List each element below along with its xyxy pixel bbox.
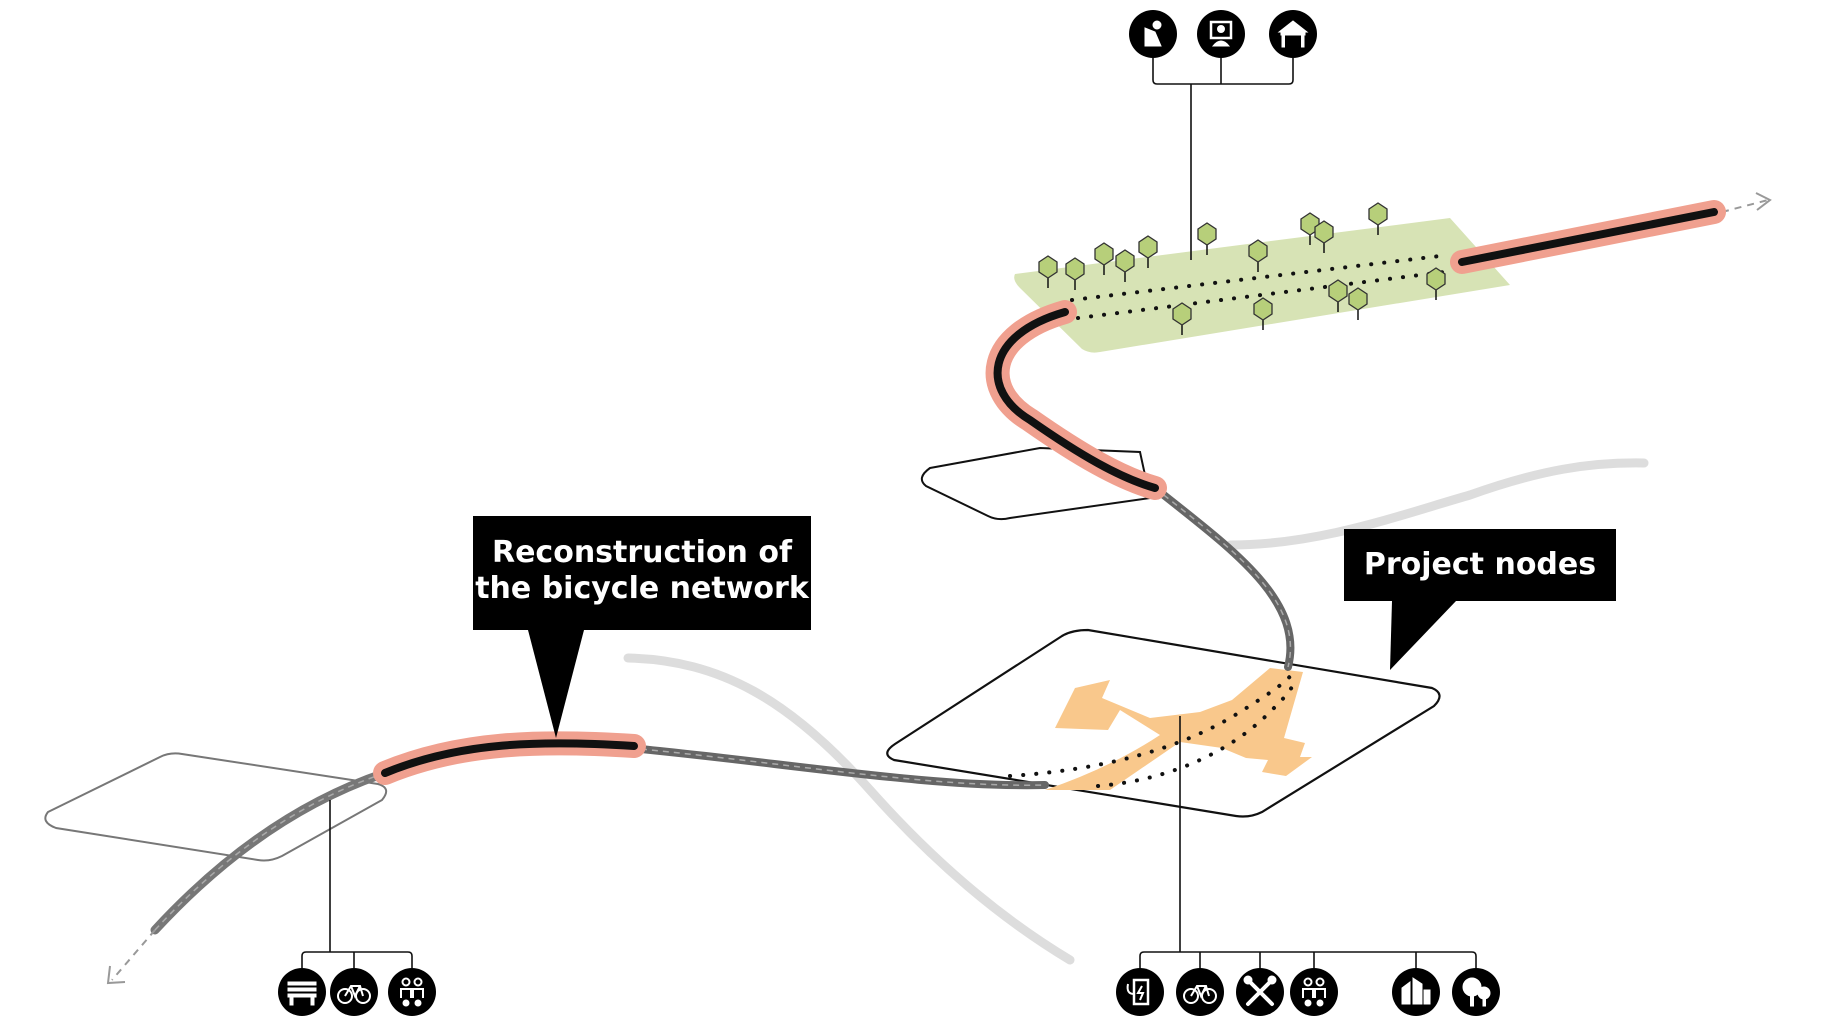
continuation-arrow-right [1721, 199, 1769, 213]
continuation-arrowhead-right [1755, 192, 1772, 211]
leader-lines [301, 58, 1477, 968]
existing-path-mid-dash [629, 747, 1046, 786]
callout-bicycle-network: Reconstruction of the bicycle network [473, 516, 811, 738]
parcel-outline-left [44, 752, 388, 862]
callout-pointer-project-nodes [1390, 601, 1456, 670]
tree-icon [1426, 267, 1446, 300]
callout-box-bicycle-network [473, 516, 811, 630]
continuation-arrows [106, 192, 1772, 985]
tree-icon [1314, 220, 1334, 253]
buildings-icon [1392, 968, 1440, 1016]
icons-bottom-left [278, 968, 436, 1016]
tree-icon [1368, 202, 1388, 235]
dotted-paths [1008, 254, 1446, 788]
tree-icon [1197, 222, 1217, 255]
icons-top [1129, 10, 1317, 58]
tree-icon [1253, 297, 1273, 330]
callout-text-line1: Reconstruction of [492, 535, 793, 570]
callout-text-project-nodes: Project nodes [1364, 547, 1596, 582]
trees-icon [1452, 968, 1500, 1016]
icons-bottom-right [1116, 968, 1500, 1016]
route-line-mid [993, 308, 1159, 492]
callout-project-nodes: Project nodes [1344, 529, 1616, 670]
people-icon [388, 968, 436, 1016]
background-road-2 [1225, 458, 1649, 550]
park-area [1014, 218, 1510, 353]
tree-icon [1348, 287, 1368, 320]
background-roads [623, 458, 1649, 965]
bench-icon [278, 968, 326, 1016]
route-line-left [381, 739, 638, 777]
charging-station-icon [1116, 968, 1164, 1016]
bicycle-icon [1176, 968, 1224, 1016]
callout-text-line2: the bicycle network [475, 571, 810, 606]
existing-path-left [150, 768, 390, 935]
existing-path-right [1151, 484, 1295, 671]
person-leaning-icon [1129, 10, 1177, 58]
callout-box-project-nodes [1344, 529, 1616, 601]
people-icon [1290, 968, 1338, 1016]
tree-icon [1094, 242, 1114, 275]
node-arrows [1045, 668, 1312, 790]
tree-icon [1172, 302, 1192, 335]
callout-pointer-bicycle-network [528, 630, 584, 738]
tree-icon [1115, 249, 1135, 282]
tree-icon [1038, 255, 1058, 288]
continuation-arrow-left [111, 929, 156, 981]
dotted-path-park-1 [1070, 254, 1442, 302]
tree-icon [1328, 279, 1348, 312]
pavilion-icon [1269, 10, 1317, 58]
leader-line-top [1152, 58, 1294, 260]
tree-icon [1138, 235, 1158, 268]
leader-line-bottom-right [1139, 716, 1477, 968]
existing-path-right-dash [1154, 487, 1292, 668]
reconstructed-routes [373, 200, 1726, 785]
existing-paths [150, 484, 1295, 935]
repair-tools-icon [1236, 968, 1284, 1016]
route-line-right [1458, 208, 1718, 266]
kiosk-icon [1197, 10, 1245, 58]
existing-path-left-dash [154, 772, 386, 931]
trees [1038, 202, 1446, 335]
dotted-path-park-2 [1076, 270, 1446, 320]
tree-icon [1065, 257, 1085, 290]
continuation-arrowhead-left [106, 965, 126, 985]
bicycle-icon [330, 968, 378, 1016]
background-road-1 [623, 653, 1075, 965]
leader-line-bottom-left [301, 800, 413, 968]
tree-icon [1248, 239, 1268, 272]
